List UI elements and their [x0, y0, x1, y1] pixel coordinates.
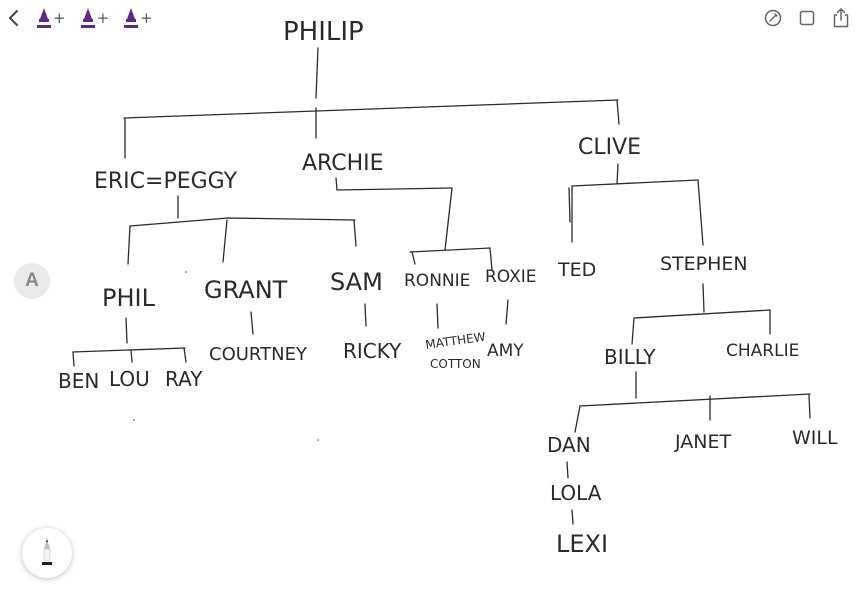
pen-icon — [80, 8, 95, 28]
name-dan: DAN — [547, 433, 591, 457]
back-button[interactable] — [6, 8, 22, 28]
plus-label: + — [140, 8, 153, 27]
name-archie: ARCHIE — [302, 151, 384, 176]
name-lou: LOU — [109, 367, 150, 391]
tree-lines — [72, 47, 811, 525]
name-janet: JANET — [674, 431, 731, 453]
name-sam: SAM — [330, 268, 383, 296]
name-charlie: CHARLIE — [726, 341, 799, 361]
toolbar-right — [763, 4, 851, 32]
name-ben: BEN — [58, 369, 99, 393]
name-lexi: LEXI — [556, 530, 608, 558]
pencil-icon — [42, 539, 52, 565]
stray-marks — [133, 271, 319, 441]
pen-tool-button-1[interactable]: + — [36, 7, 66, 29]
share-button[interactable] — [831, 7, 851, 29]
markup-icon — [764, 9, 782, 27]
avatar[interactable]: A — [14, 263, 50, 299]
tree-names: PHILIP ERIC=PEGGY ARCHIE CLIVE PHIL GRAN… — [58, 17, 838, 558]
name-billy: BILLY — [604, 345, 656, 369]
toolbar-left: + + + — [6, 4, 153, 32]
name-courtney: COURTNEY — [209, 344, 308, 365]
pen-tool-button-3[interactable]: + — [123, 7, 153, 29]
name-ronnie: RONNIE — [404, 271, 470, 291]
name-clive: CLIVE — [578, 135, 641, 160]
plus-label: + — [53, 8, 66, 27]
plus-label: + — [96, 8, 110, 27]
name-will: WILL — [792, 427, 838, 449]
share-icon — [833, 8, 849, 28]
name-ray: RAY — [165, 367, 203, 391]
markup-button[interactable] — [763, 8, 783, 28]
pen-tool-button-2[interactable]: + — [80, 7, 110, 29]
chevron-left-icon — [9, 10, 18, 26]
name-eric-peggy: ERIC=PEGGY — [94, 169, 238, 194]
name-amy: AMY — [487, 341, 524, 361]
name-philip: PHILIP — [283, 17, 364, 47]
name-roxie: ROXIE — [485, 267, 537, 287]
page-button[interactable] — [797, 8, 817, 28]
name-ted: TED — [557, 259, 596, 281]
pen-icon — [37, 8, 51, 28]
name-lola: LOLA — [550, 481, 602, 505]
pen-icon — [124, 8, 139, 28]
name-stephen: STEPHEN — [660, 253, 748, 275]
name-cotton: COTTON — [430, 357, 481, 371]
name-phil: PHIL — [102, 284, 156, 312]
name-ricky: RICKY — [343, 339, 402, 363]
name-grant: GRANT — [204, 276, 288, 304]
name-matthew: MATTHEW — [424, 330, 486, 352]
pencil-tool-button[interactable] — [22, 528, 72, 578]
square-icon — [799, 10, 815, 26]
